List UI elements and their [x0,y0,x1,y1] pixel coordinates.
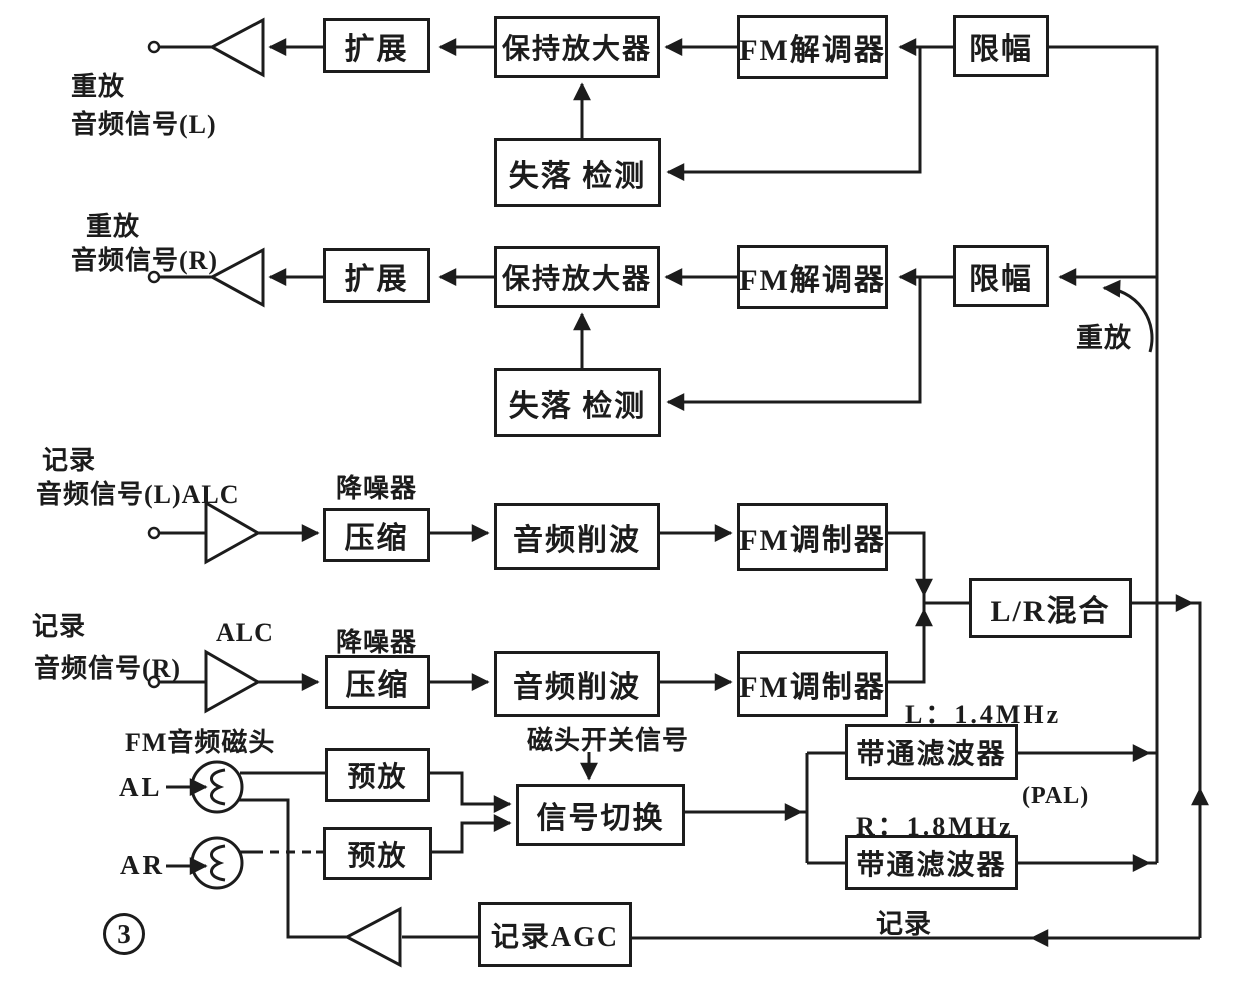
playback-r-connectors [147,247,1157,411]
block-record-agc: 记录AGC [478,902,632,967]
block-fm-demod-l: FM解调器 [737,15,888,79]
label-noise-reducer-l: 降噪器 [336,474,418,503]
label-playback-r-line1: 重放 [86,212,141,241]
playback-arc [1102,279,1154,353]
record-trunk-connectors [238,594,1209,968]
block-fm-mod-r: FM调制器 [737,651,888,717]
label-playback-r-line2: 音频信号(R) [71,246,219,275]
label-record-r-line2: 音频信号(R) [34,654,182,683]
label-head-switch-signal: 磁头开关信号 [527,726,690,755]
block-bpf-r: 带通滤波器 [845,835,1018,890]
block-compressor-l: 压缩 [323,508,430,562]
block-lr-mixer: L/R混合 [969,578,1132,638]
block-preamp-ar: 预放 [323,827,432,880]
block-dropout-l: 失落 检测 [494,138,661,207]
playback-l-connectors [147,17,1159,863]
block-signal-switch: 信号切换 [516,784,685,846]
block-hold-amp-r: 保持放大器 [494,246,660,308]
label-noise-reducer-r: 降噪器 [336,628,418,657]
block-compressor-r: 压缩 [325,655,430,709]
amp-triangle-record-r [204,649,262,714]
amp-triangle-playback-r [208,247,265,308]
block-limiter-l: 限幅 [953,15,1049,77]
block-preamp-al: 预放 [325,748,430,802]
label-bpf-r-freq: R：1.8MHz [856,812,1014,841]
block-expander-l: 扩展 [323,18,430,73]
label-playback-l-line2: 音频信号(L) [71,110,217,139]
block-expander-r: 扩展 [323,248,430,303]
record-r-connectors [147,601,969,714]
block-dropout-r: 失落 检测 [494,368,661,437]
label-record-l-line1: 记录 [42,446,97,475]
amp-triangle-playback-l [208,17,265,78]
output-terminal-l [147,40,161,54]
record-l-connectors [147,500,933,603]
label-record-r-line1: 记录 [32,612,87,641]
block-bpf-l: 带通滤波器 [845,724,1018,780]
amp-triangle-record-agc [343,906,402,968]
label-record-l-line2: 音频信号(L)ALC [36,480,240,509]
block-hold-amp-l: 保持放大器 [494,16,660,78]
figure-number-badge: 3 [103,913,145,955]
head-section-connectors [166,744,1157,875]
label-fm-audio-head: FM音频磁头 [125,728,276,757]
label-pal: (PAL) [1022,783,1090,809]
head-symbol-ar [190,836,244,890]
block-audio-clip-r: 音频削波 [494,651,660,717]
label-head-al: AL [119,772,163,802]
amp-triangle-record-l [204,500,262,565]
label-bpf-l-freq: L：1.4MHz [905,700,1062,729]
block-limiter-r: 限幅 [953,245,1049,307]
input-terminal-l [147,526,161,540]
block-fm-demod-r: FM解调器 [737,245,888,309]
label-alc-r: ALC [216,618,274,647]
label-playback-l-line1: 重放 [71,72,126,101]
label-playback-mode: 重放 [1076,323,1132,353]
label-head-ar: AR [120,850,165,880]
block-fm-mod-l: FM调制器 [737,503,888,571]
label-record-mode: 记录 [876,909,932,939]
block-audio-clip-l: 音频削波 [494,503,660,570]
